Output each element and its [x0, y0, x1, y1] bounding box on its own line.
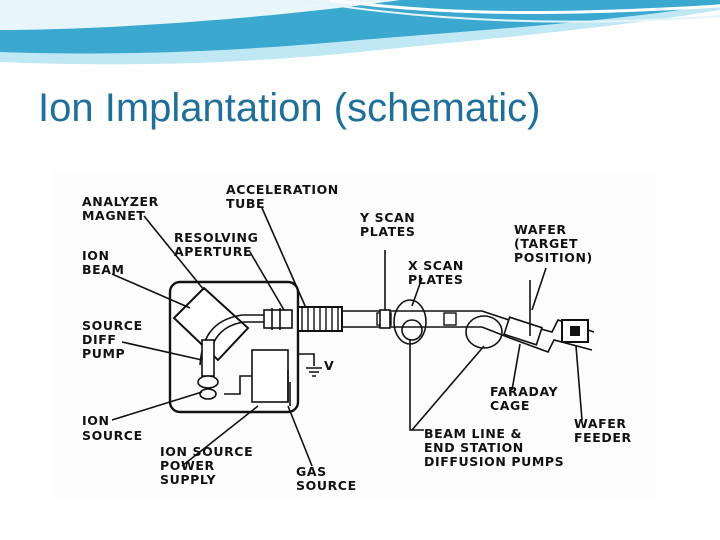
svg-text:SUPPLY: SUPPLY [160, 472, 216, 487]
diffusion-pumps [401, 315, 503, 349]
label-ion-source: ION SOURCE [82, 413, 143, 443]
acceleration-tube [297, 306, 343, 332]
svg-text:POWER: POWER [160, 458, 215, 473]
label-y-scan-plates: Y SCAN PLATES [359, 210, 416, 239]
svg-text:PLATES: PLATES [360, 224, 416, 239]
svg-text:FEEDER: FEEDER [574, 430, 632, 445]
label-voltage: V [324, 358, 334, 373]
svg-text:BEAM LINE &: BEAM LINE & [424, 426, 522, 441]
label-gas-source: GAS SOURCE [296, 464, 357, 493]
svg-text:ANALYZER: ANALYZER [82, 194, 159, 209]
svg-text:WAFER: WAFER [574, 416, 627, 431]
svg-text:BEAM: BEAM [82, 262, 125, 277]
svg-text:TUBE: TUBE [226, 196, 265, 211]
label-analyzer-magnet: ANALYZER MAGNET [82, 194, 159, 223]
svg-text:ION: ION [82, 413, 110, 428]
svg-text:ION SOURCE: ION SOURCE [160, 444, 253, 459]
source-chamber [168, 280, 300, 414]
label-ion-source-power-supply: ION SOURCE POWER SUPPLY [160, 444, 253, 487]
svg-text:X SCAN: X SCAN [408, 258, 464, 273]
svg-text:PLATES: PLATES [408, 272, 464, 287]
svg-text:Y SCAN: Y SCAN [359, 210, 415, 225]
faraday-cage [503, 316, 543, 346]
svg-text:SOURCE: SOURCE [82, 428, 143, 443]
svg-text:MAGNET: MAGNET [82, 208, 146, 223]
voltage-ground [298, 353, 322, 377]
label-ion-beam: ION BEAM [82, 248, 125, 277]
slide-title: Ion Implantation (schematic) [38, 86, 541, 130]
ion-implanter-schematic: ANALYZER MAGNET ION BEAM SOURCE DIFF PUM… [52, 170, 657, 498]
y-scan-plates [379, 250, 391, 329]
svg-text:WAFER: WAFER [514, 222, 567, 237]
header-wave-decoration [0, 0, 720, 65]
svg-text:DIFF: DIFF [82, 332, 117, 347]
svg-text:RESOLVING: RESOLVING [174, 230, 258, 245]
label-wafer-feeder: WAFER FEEDER [574, 416, 632, 445]
svg-text:PUMP: PUMP [82, 346, 125, 361]
svg-text:FARADAY: FARADAY [490, 384, 559, 399]
svg-text:ACCELERATION: ACCELERATION [226, 182, 339, 197]
svg-text:POSITION): POSITION) [514, 250, 593, 265]
svg-text:DIFFUSION PUMPS: DIFFUSION PUMPS [424, 454, 564, 469]
svg-text:SOURCE: SOURCE [296, 478, 357, 493]
label-source-diff-pump: SOURCE DIFF PUMP [82, 318, 143, 361]
label-beam-line: BEAM LINE & END STATION DIFFUSION PUMPS [424, 426, 564, 469]
source-diff-pump [197, 339, 219, 389]
svg-text:CAGE: CAGE [490, 398, 530, 413]
x-scan-plates [393, 299, 427, 345]
label-resolving-aperture: RESOLVING APERTURE [174, 230, 258, 259]
label-acceleration-tube: ACCELERATION TUBE [226, 182, 339, 211]
label-wafer: WAFER (TARGET POSITION) [514, 222, 593, 265]
svg-text:GAS: GAS [296, 464, 327, 479]
ion-source [199, 388, 217, 400]
label-x-scan-plates: X SCAN PLATES [408, 258, 464, 287]
svg-text:END STATION: END STATION [424, 440, 524, 455]
svg-text:SOURCE: SOURCE [82, 318, 143, 333]
svg-text:(TARGET: (TARGET [514, 236, 578, 251]
ion-source-power-supply [251, 349, 289, 403]
resolving-aperture [263, 308, 293, 330]
svg-text:APERTURE: APERTURE [174, 244, 252, 259]
label-faraday-cage: FARADAY CAGE [490, 384, 559, 413]
svg-text:ION: ION [82, 248, 110, 263]
